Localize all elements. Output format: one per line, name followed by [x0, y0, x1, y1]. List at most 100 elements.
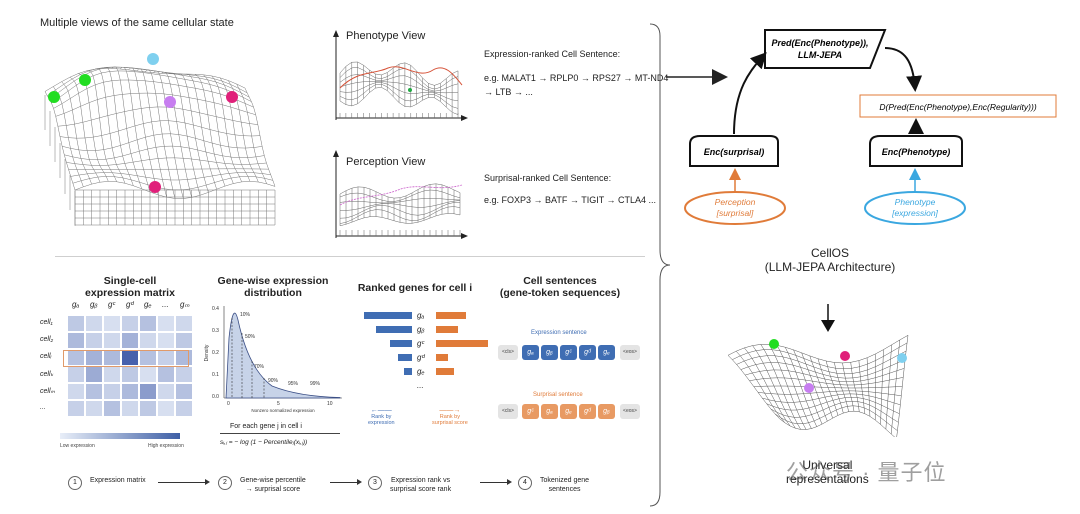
gene-token: gᵦ [541, 345, 558, 360]
matrix-cell [86, 401, 102, 416]
matrix-cell [122, 316, 138, 331]
matrix-col-label: gₘ [180, 300, 190, 309]
cellular-landscape-3d [44, 53, 276, 226]
step-arrow [158, 479, 210, 485]
step-number: 2 [218, 476, 232, 490]
matrix-cell [158, 384, 174, 399]
svg-text:Enc(surprisal): Enc(surprisal) [704, 147, 765, 157]
dist-ytick: 0.4 [212, 306, 219, 312]
matrix-cell [68, 384, 84, 399]
dist-xtick: 5 [277, 401, 280, 407]
universal-marker-cyan [897, 353, 907, 363]
matrix-cell [104, 333, 120, 348]
matrix-cell [86, 316, 102, 331]
phenotype-sentence-line2: → LTB → ... [484, 87, 533, 97]
step-number: 4 [518, 476, 532, 490]
main-arrow [666, 69, 728, 85]
matrix-col-label: gᵦ [90, 300, 98, 309]
svg-text:Nonzero normalized expression: Nonzero normalized expression [251, 408, 315, 413]
matrix-col-label: gₑ [144, 300, 152, 309]
phenotype-view-title: Phenotype View [346, 30, 426, 42]
dist-ytick: 0.0 [212, 394, 219, 400]
ranked-gene-label: gₐ [417, 311, 425, 320]
surprisal-formula: sᵢ,ⱼ = − log (1 − Percentileⱼ(xᵢ,ⱼ)) [220, 439, 308, 446]
expression-colorbar [60, 433, 180, 439]
matrix-cell [140, 316, 156, 331]
down-arrow [821, 304, 835, 332]
matrix-cell [68, 333, 84, 348]
matrix-cell [158, 333, 174, 348]
special-token: <eos> [620, 345, 640, 360]
perception-sentence-label: Surprisal-ranked Cell Sentence: [484, 173, 612, 183]
svg-text:Enc(Phenotype): Enc(Phenotype) [882, 147, 951, 157]
svg-text:Density: Density [204, 344, 210, 361]
matrix-cell [68, 350, 84, 365]
distribution-caption: For each gene j in cell i [230, 423, 302, 430]
dist-percentile-label: 50% [245, 334, 256, 340]
matrix-cell [86, 367, 102, 382]
matrix-cell [140, 384, 156, 399]
universal-marker-magenta [840, 351, 850, 361]
phenotype-sentence-label: Expression-ranked Cell Sentence: [484, 49, 621, 59]
phenotype-sentence-line1: e.g. MALAT1 → RPLP0 → RPS27 → MT-ND4 [484, 73, 669, 83]
surprisal-rank-bar [436, 368, 454, 375]
svg-text:[expression]: [expression] [891, 208, 938, 218]
matrix-cell [176, 316, 192, 331]
jepa-diagram: Pred(Enc(Phenotype)), LLM-JEPA D(Pred(En… [684, 29, 1057, 225]
universal-landscape [728, 335, 909, 437]
matrix-cell [86, 384, 102, 399]
gene-token: gᶜ [560, 345, 577, 360]
caption-underline [220, 433, 340, 434]
cellos-title: CellOS(LLM-JEPA Architecture) [764, 246, 896, 274]
perception-ellipse [684, 191, 786, 225]
phenotype-ellipse [864, 191, 966, 225]
dist-percentile-label: 95% [288, 381, 299, 387]
gene-token: gₑ [560, 404, 577, 419]
matrix-col-label: gᵈ [126, 300, 134, 309]
svg-text:Pred(Enc(Phenotype)),: Pred(Enc(Phenotype)), [771, 38, 868, 48]
dist-ytick: 0.2 [212, 350, 219, 356]
matrix-cell [140, 401, 156, 416]
matrix-cell [158, 367, 174, 382]
distance-box [859, 94, 1057, 118]
panel4-title: Cell sentences(gene-token sequences) [499, 275, 621, 299]
matrix-row-label: cellₘ [40, 388, 55, 395]
step-arrow [330, 479, 362, 485]
dist-ytick: 0.3 [212, 328, 219, 334]
gene-token: gᵈ [579, 345, 596, 360]
step-arrow [480, 479, 512, 485]
surprisal-sentence-label: Surprisal sentence [533, 392, 583, 398]
matrix-col-label: ... [162, 300, 169, 309]
section-divider [55, 256, 645, 257]
gene-token: gₑ [598, 345, 615, 360]
matrix-cell [176, 367, 192, 382]
ranked-gene-label: gᵦ [417, 325, 425, 334]
matrix-cell [158, 401, 174, 416]
landscape-marker-cyan [147, 53, 159, 65]
ranked-gene-label: gᵈ [417, 353, 425, 362]
matrix-col-label: gₐ [72, 300, 80, 309]
gene-token: gᵈ [579, 404, 596, 419]
matrix-cell [86, 350, 102, 365]
perception-sentence-line1: e.g. FOXP3 → BATF → TIGIT → CTLA4 ... [484, 195, 657, 205]
matrix-cell [104, 384, 120, 399]
matrix-row-label: cell₂ [40, 336, 54, 343]
dist-percentile-label: 10% [240, 312, 251, 318]
matrix-cell [122, 367, 138, 382]
matrix-cell [104, 350, 120, 365]
matrix-cell [140, 350, 156, 365]
matrix-cell [104, 316, 120, 331]
matrix-cell [86, 333, 102, 348]
perception-view-plot [333, 150, 468, 239]
landscape-title: Multiple views of the same cellular stat… [40, 17, 234, 29]
matrix-cell [140, 333, 156, 348]
matrix-cell [158, 316, 174, 331]
matrix-cell [140, 367, 156, 382]
perception-view-title: Perception View [346, 156, 426, 168]
enc-phenotype-block [869, 135, 963, 167]
